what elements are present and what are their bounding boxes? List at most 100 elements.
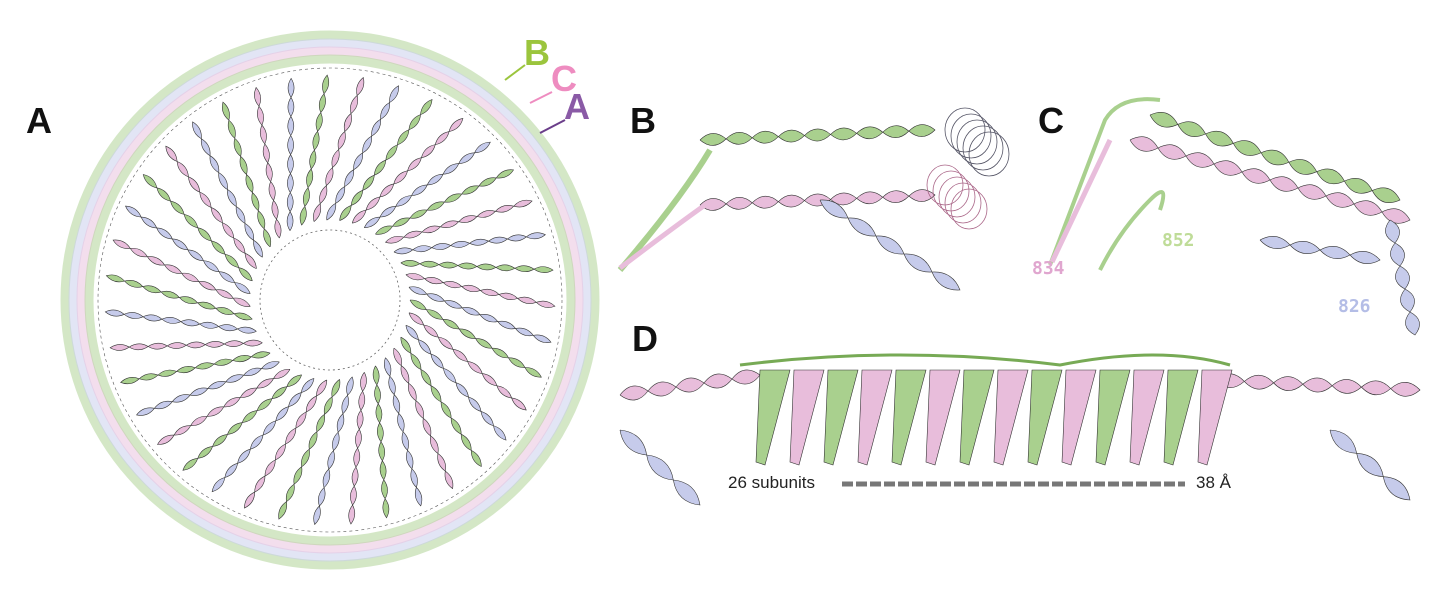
helix-turn	[293, 466, 303, 485]
helix-turn	[244, 222, 255, 241]
helix-turn	[458, 328, 477, 339]
helix-turn	[1288, 159, 1318, 175]
helix-turn	[393, 170, 408, 185]
loop	[1048, 97, 1166, 271]
helix-turn	[250, 351, 271, 359]
helix-turn	[249, 434, 264, 450]
panel-label-d: D	[632, 318, 658, 359]
helix-turn	[415, 400, 424, 419]
helix-turn	[129, 247, 148, 258]
chain-c-pointer	[529, 91, 553, 104]
helix-turn	[142, 285, 162, 294]
helix-turn	[882, 125, 910, 138]
helix-turn	[619, 385, 649, 401]
helix-turn	[375, 403, 383, 424]
helix-turn	[1205, 130, 1234, 147]
helix-turn	[259, 124, 267, 145]
helix-turn	[1244, 374, 1275, 390]
helix-turn	[256, 378, 274, 389]
helix-turn	[322, 468, 331, 489]
helix-turn	[194, 362, 215, 370]
central-pore	[259, 229, 401, 371]
helix-turn	[112, 239, 131, 249]
helix-turn	[1361, 380, 1392, 396]
helix-turn	[199, 191, 212, 208]
beta-strand	[755, 369, 791, 466]
helix-turn	[353, 152, 364, 170]
helix-turn	[257, 105, 264, 126]
helix-turn	[331, 149, 340, 168]
helix-turn	[375, 225, 394, 235]
helix-turn	[272, 368, 291, 379]
helix-turn	[1349, 251, 1381, 264]
helix-turn	[468, 396, 482, 412]
helix-turn	[309, 149, 317, 170]
helix-turn	[392, 217, 411, 227]
helix-turn	[358, 391, 366, 411]
helix-turn	[647, 381, 677, 397]
helix-turn	[286, 192, 294, 212]
helix-turn	[331, 379, 341, 398]
helix-turn	[123, 312, 144, 319]
helix-turn	[481, 373, 498, 387]
helix-turn	[224, 253, 239, 268]
helix-turn	[318, 487, 326, 507]
helix-turn	[517, 296, 537, 304]
helix-turn	[491, 347, 510, 359]
helix-turn	[476, 210, 496, 218]
helix-turn	[165, 145, 178, 162]
beta-strand	[1095, 369, 1131, 466]
helix-turn	[318, 93, 326, 113]
helix-turn	[1149, 112, 1179, 128]
beta-strand	[789, 369, 825, 466]
helix-turn	[138, 373, 159, 381]
helix-turn	[348, 504, 356, 525]
helix-turn	[507, 234, 527, 242]
helix-turn	[263, 228, 272, 248]
helix-turn	[496, 385, 513, 399]
helix-turn	[322, 74, 330, 94]
helix-turn	[128, 343, 149, 351]
helix-turn	[1269, 176, 1299, 192]
helix-turn	[1329, 429, 1358, 454]
helix-turn	[725, 132, 753, 145]
helix-turn	[233, 237, 246, 254]
helix-turn	[1395, 265, 1410, 290]
helix-turn	[847, 217, 877, 237]
helix-turn	[1273, 376, 1304, 391]
helix-turn	[385, 235, 405, 244]
outer-helix-ring	[84, 54, 576, 546]
helix-turn	[440, 401, 452, 419]
helix-turn	[182, 458, 199, 471]
panel-label-b: B	[630, 100, 656, 141]
helix-turn	[242, 339, 263, 347]
helix-turn	[302, 187, 310, 207]
helix-turn	[156, 187, 171, 202]
helix-turn	[209, 155, 220, 173]
helix-end	[938, 176, 976, 218]
scale-right-label: 38 Å	[1196, 473, 1231, 492]
helix-turn	[401, 431, 409, 451]
helix-turn	[198, 281, 217, 291]
helix-turn	[1319, 246, 1351, 259]
helix-turn	[378, 441, 385, 462]
helix-turn	[332, 431, 340, 452]
helix-turn	[226, 422, 243, 435]
helix-turn	[274, 218, 282, 239]
helix-turn	[287, 115, 295, 136]
helix-turn	[227, 119, 236, 139]
helix-turn	[170, 200, 185, 215]
helix-turn	[316, 379, 328, 397]
helix-turn	[157, 434, 175, 445]
helix-turn	[1289, 241, 1321, 254]
helix-turn	[140, 216, 157, 229]
helix-turn	[903, 253, 933, 273]
helix-turn	[192, 121, 202, 140]
helix-turn	[414, 487, 423, 507]
helix-turn	[408, 114, 421, 131]
helix-turn	[420, 369, 432, 387]
helix-turn	[339, 204, 352, 221]
helix-turn	[1259, 236, 1291, 249]
helix-turn	[931, 271, 961, 291]
helix-turn	[223, 397, 241, 408]
